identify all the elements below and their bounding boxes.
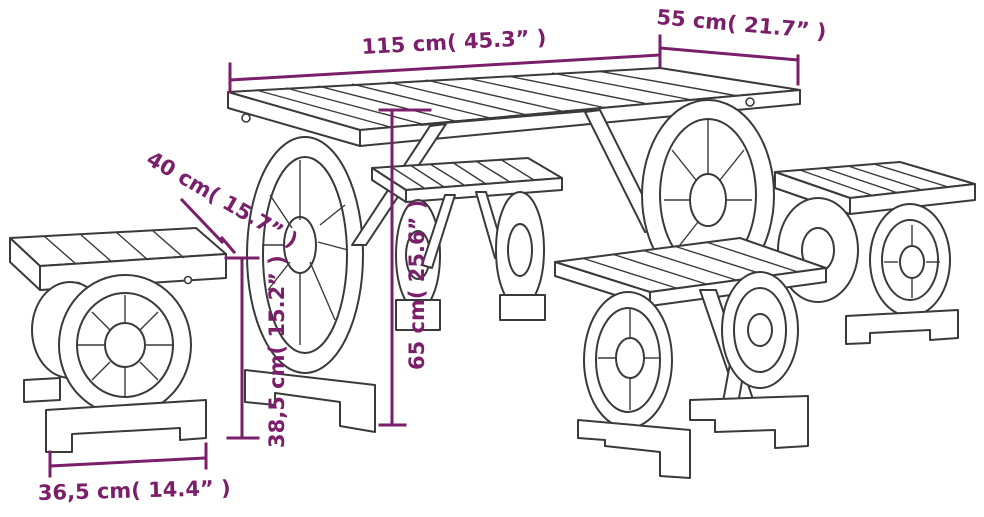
- label-table-width: 55 cm( 21.7” ): [656, 5, 828, 44]
- label-table-length: 115 cm( 45.3” ): [361, 25, 547, 59]
- dim-line-table-length: [228, 53, 662, 82]
- stool-right-back: [774, 161, 976, 345]
- stool-back-center: [371, 157, 563, 331]
- table-wheel-left: [244, 136, 376, 433]
- dim-line-stool-depth: [179, 197, 225, 245]
- stool-front-right: [554, 237, 827, 479]
- label-stool-width: 36,5 cm( 14.4” ): [38, 476, 231, 505]
- dim-line-stool-width: [48, 456, 208, 468]
- label-stool-height: 38,5 cm( 15.2” ): [265, 255, 289, 448]
- dimension-lines: [48, 34, 800, 478]
- label-table-height: 65 cm( 25.6” ): [405, 200, 429, 370]
- dim-line-table-width: [658, 46, 800, 62]
- stool-front-left: [9, 227, 227, 453]
